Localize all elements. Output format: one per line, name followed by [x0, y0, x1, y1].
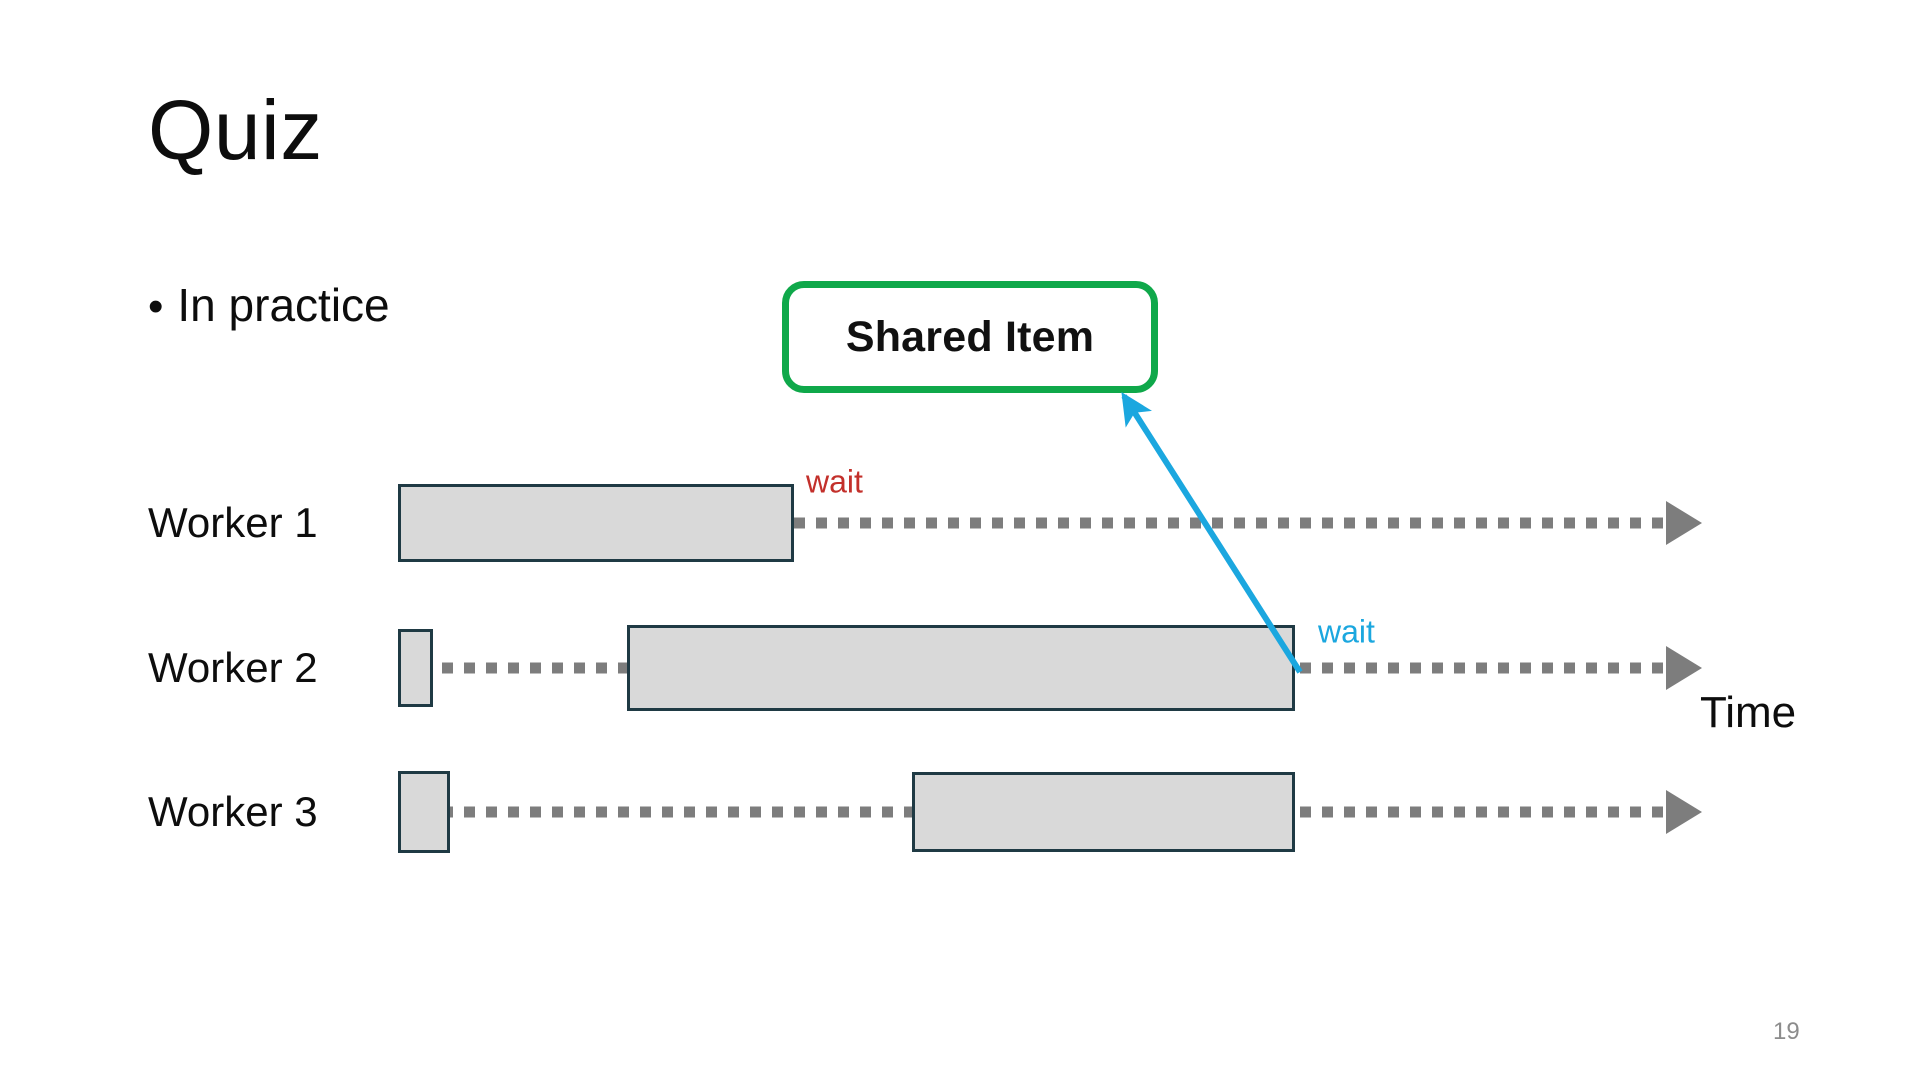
wait-label-1: wait: [806, 463, 863, 500]
timeline-arrow-icon-worker-3: [1666, 790, 1702, 834]
wait-label-2: wait: [1318, 613, 1375, 650]
timeline-line-worker-1: [398, 517, 1666, 529]
time-axis-label: Time: [1700, 688, 1797, 737]
timeline-arrow-icon-worker-2: [1666, 646, 1702, 690]
timeline-arrow-icon-worker-1: [1666, 501, 1702, 545]
row-label-worker-1: Worker 1: [148, 499, 318, 546]
task-block-worker-3-1: [398, 771, 450, 853]
row-label-worker-2: Worker 2: [148, 644, 318, 691]
task-block-worker-3-2: [912, 772, 1295, 852]
row-label-worker-3: Worker 3: [148, 788, 318, 835]
task-block-worker-1-1: [398, 484, 794, 562]
page-title: Quiz: [148, 83, 323, 177]
bullet-marker-icon: •: [148, 282, 164, 331]
task-block-worker-2-2: [627, 625, 1295, 711]
bullet-text: In practice: [177, 279, 390, 331]
page-number: 19: [1773, 1018, 1800, 1045]
shared-item-callout: Shared Item: [782, 281, 1158, 393]
bullet-item: • In practice: [148, 282, 390, 329]
shared-item-label: Shared Item: [845, 312, 1095, 361]
task-block-worker-2-1: [398, 629, 433, 707]
